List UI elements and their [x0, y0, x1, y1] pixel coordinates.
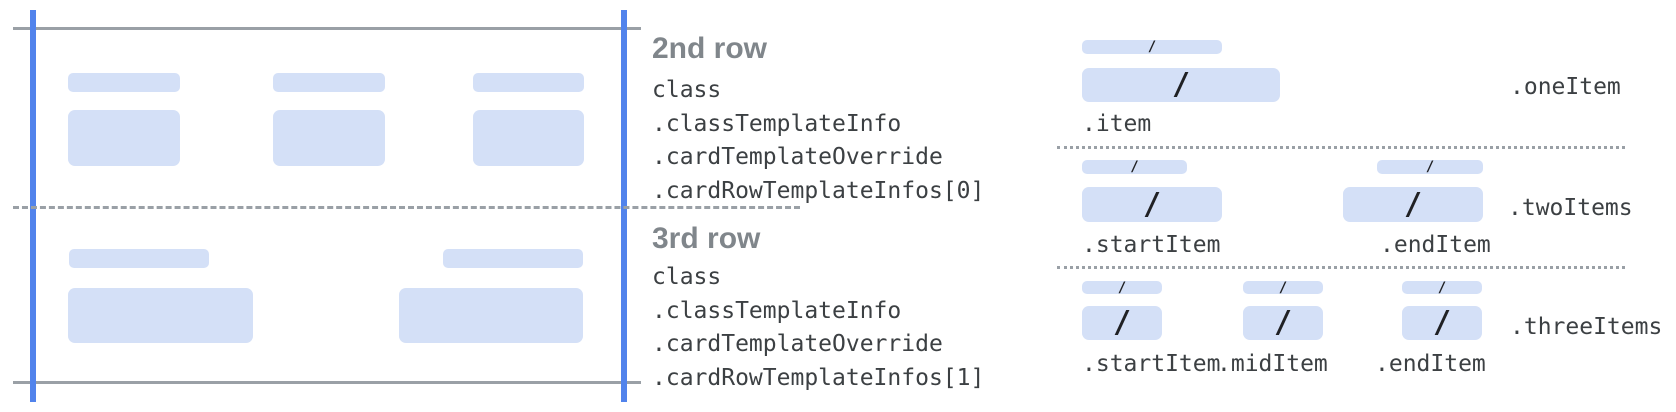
three-items-end-label-bar: / [1402, 279, 1482, 296]
two-items-start-label-bar: / [1082, 160, 1187, 174]
slash-glyph: / [1112, 305, 1132, 340]
row2-field2-value-bar [273, 110, 385, 166]
row3-heading: 3rd row [652, 222, 761, 255]
slash-glyph: / [1171, 67, 1191, 102]
row2-code-line-3: .cardTemplateOverride [652, 144, 943, 170]
row2-field3-value-bar [473, 110, 584, 166]
slash-glyph: / [1117, 279, 1127, 296]
row2-code-line-4: .cardRowTemplateInfos[0] [652, 177, 985, 204]
row3-field2-label-bar [443, 249, 583, 268]
slash-glyph: / [1437, 279, 1447, 296]
row3-field1-label-bar [69, 249, 209, 268]
row2-heading: 2nd row [652, 32, 768, 65]
row3-code-line-3: .cardTemplateOverride [652, 331, 943, 357]
row2-field1-value-bar [68, 110, 180, 166]
row3-code-line-4: .cardRowTemplateInfos[1] [652, 364, 985, 391]
three-items-start-label-bar: / [1082, 279, 1162, 296]
three-items-mid-value-bar: / [1243, 306, 1323, 340]
three-items-section-label: .threeItems [1510, 314, 1663, 340]
two-items-section-label: .twoItems [1508, 195, 1633, 221]
row3-code-line-2: .classTemplateInfo [652, 297, 902, 324]
slash-glyph: / [1432, 305, 1452, 340]
three-items-mid-label-bar: / [1243, 279, 1323, 296]
two-items-start-value-bar: / [1082, 187, 1222, 222]
row2-code-block: class .classTemplateInfo .cardTemplateOv… [652, 74, 984, 208]
three-items-end-value-bar: / [1402, 306, 1482, 340]
row2-code-line-1: class [652, 77, 722, 103]
card-top-edge-line [13, 27, 641, 30]
section-divider-two-three [1057, 266, 1625, 269]
slash-glyph: / [1130, 159, 1139, 175]
two-items-end-label-bar: / [1377, 160, 1483, 174]
slash-glyph: / [1278, 279, 1288, 296]
one-item-label-bar: / [1082, 40, 1222, 54]
row2-field1-label-bar [68, 73, 180, 92]
item-field-label: .item [1082, 111, 1152, 137]
start-item-field-label: .startItem [1082, 232, 1221, 258]
row3-code-line-1: class [652, 264, 722, 290]
row3-code-block: class .classTemplateInfo .cardTemplateOv… [652, 261, 984, 395]
slash-glyph: / [1403, 186, 1423, 222]
slash-glyph: / [1425, 159, 1435, 175]
slash-glyph: / [1142, 186, 1162, 222]
start-item-field-label: .startItem [1082, 351, 1221, 377]
end-item-field-label: .endItem [1375, 351, 1486, 377]
two-items-end-value-bar: / [1343, 187, 1483, 222]
end-item-field-label: .endItem [1380, 232, 1491, 258]
card-bottom-edge-line [13, 381, 641, 384]
row2-field2-label-bar [273, 73, 385, 92]
row2-field3-label-bar [473, 73, 584, 92]
row2-code-line-2: .classTemplateInfo [652, 110, 902, 137]
mid-item-field-label: .midItem [1217, 351, 1328, 377]
row3-field1-value-bar [68, 288, 253, 343]
three-items-start-value-bar: / [1082, 306, 1162, 340]
row3-field2-value-bar [399, 288, 583, 343]
row-divider-dashed-line [13, 206, 800, 209]
section-divider-one-two [1057, 146, 1625, 149]
slash-glyph: / [1273, 305, 1293, 340]
slash-glyph: / [1147, 39, 1157, 55]
one-item-value-bar: / [1082, 68, 1280, 102]
one-item-section-label: .oneItem [1510, 74, 1621, 100]
